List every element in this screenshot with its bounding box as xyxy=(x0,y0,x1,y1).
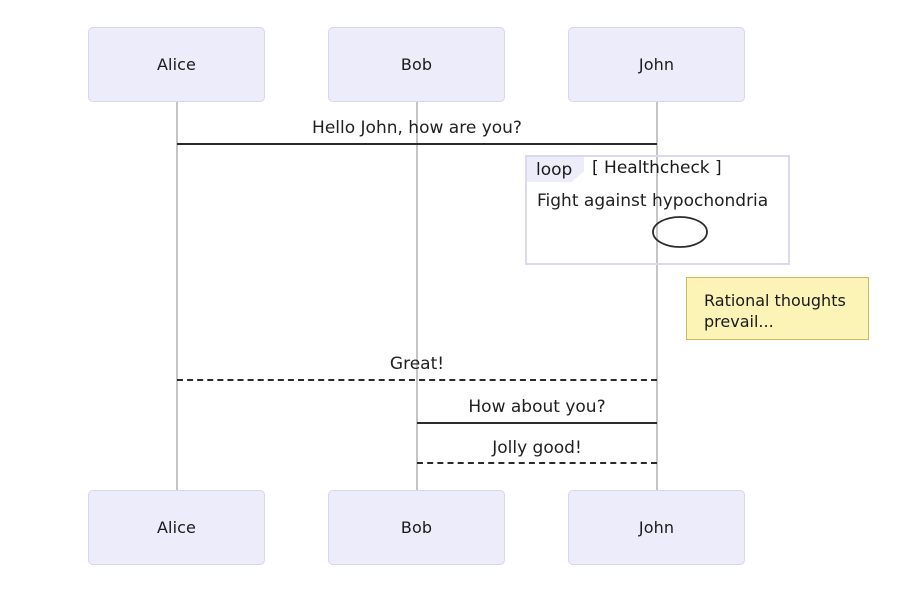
actor-label-john-bottom: John xyxy=(638,518,675,537)
loop-tag: loop xyxy=(527,157,584,182)
message-label-jolly-good: Jolly good! xyxy=(492,438,582,458)
message-label-great: Great! xyxy=(389,354,445,374)
message-line-how-about-you xyxy=(417,422,657,424)
message-line-hello-john xyxy=(177,143,657,145)
actor-box-alice-top[interactable]: Alice xyxy=(88,27,265,102)
message-line-great xyxy=(177,379,657,381)
message-line-jolly-good xyxy=(417,462,657,464)
lifeline-alice xyxy=(176,102,178,491)
actor-label-john-top: John xyxy=(638,55,675,74)
loop-title-label: [ Healthcheck ] xyxy=(592,158,722,178)
note-box-rational-thoughts xyxy=(686,277,869,340)
actor-label-bob-bottom: Bob xyxy=(400,518,433,537)
loop-block xyxy=(525,155,790,265)
actor-box-bob-bottom[interactable]: Bob xyxy=(328,490,505,565)
actor-box-john-top[interactable]: John xyxy=(568,27,745,102)
note-text-rational-thoughts: Rational thoughts prevail... xyxy=(704,291,846,331)
loop-inner-message-label: Fight against hypochondria xyxy=(537,191,769,211)
message-label-how-about-you: How about you? xyxy=(468,397,606,417)
loop-tag-label: loop xyxy=(536,159,573,180)
self-message-loop-icon xyxy=(652,216,708,248)
lifeline-bob xyxy=(416,102,418,491)
message-label-hello-john: Hello John, how are you? xyxy=(312,118,522,138)
actor-label-alice-top: Alice xyxy=(157,55,196,74)
lifeline-john xyxy=(656,102,658,491)
actor-box-john-bottom[interactable]: John xyxy=(568,490,745,565)
actor-label-alice-bottom: Alice xyxy=(157,518,196,537)
actor-label-bob-top: Bob xyxy=(400,55,433,74)
actor-box-bob-top[interactable]: Bob xyxy=(328,27,505,102)
actor-box-alice-bottom[interactable]: Alice xyxy=(88,490,265,565)
